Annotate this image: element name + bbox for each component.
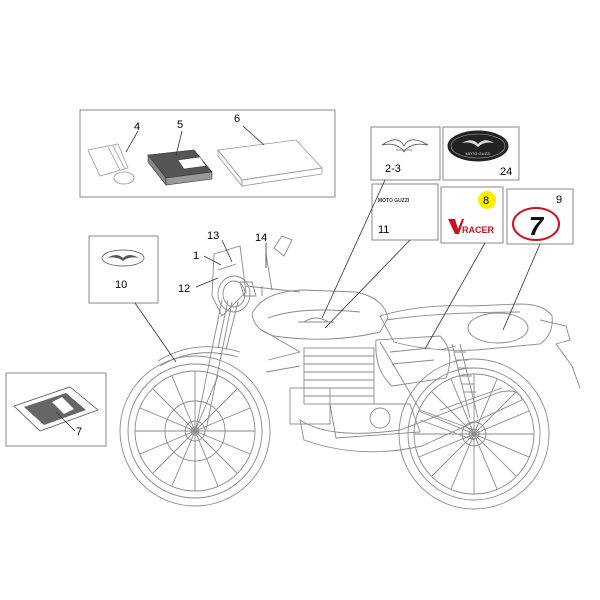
decal-2-3-frame <box>370 126 441 181</box>
front-wheel <box>119 355 271 507</box>
book-part <box>217 139 323 188</box>
highlight-dot <box>478 191 496 209</box>
leader-8 <box>424 242 486 350</box>
callout-12: 12 <box>178 283 190 295</box>
callout-9: 9 <box>556 194 562 206</box>
moto-guzzi-small-text: MOTO GUZZI <box>378 198 410 204</box>
callout-13: 13 <box>207 230 219 242</box>
leader-10 <box>134 302 177 363</box>
decal-11-box: MOTO GUZZI 11 <box>371 183 439 241</box>
callout-14: 14 <box>255 232 267 244</box>
callout-4: 4 <box>134 121 140 133</box>
leader-9 <box>502 243 541 331</box>
race-number-oval <box>512 207 560 241</box>
leader-11 <box>324 239 411 329</box>
front-fork <box>157 299 241 431</box>
decal-11-frame <box>371 183 439 241</box>
decal-10-box: 10 <box>88 235 159 304</box>
accessory-box-frame <box>79 109 336 198</box>
motorcycle-drawing <box>119 235 581 510</box>
callout-7: 7 <box>76 426 82 438</box>
accessory-box: 4 5 6 <box>79 109 336 198</box>
leader-lines <box>134 179 541 363</box>
eagle-emblem-icon <box>381 139 429 153</box>
decal-8-box: 8 RACER <box>440 186 504 244</box>
callout-6: 6 <box>234 113 240 125</box>
decal-10-frame <box>88 235 159 304</box>
side-panel <box>375 335 451 387</box>
headlight-fairing <box>211 245 251 317</box>
leader-12 <box>195 277 219 288</box>
exhaust <box>299 387 523 453</box>
frame <box>261 329 457 411</box>
racer-v-mark <box>448 219 464 234</box>
callout-8: 8 <box>483 195 489 207</box>
pouch-part <box>87 143 135 185</box>
fuel-tank <box>251 289 389 340</box>
callout-10: 10 <box>115 279 127 291</box>
leader-1 <box>203 255 222 266</box>
callout-5: 5 <box>177 119 183 131</box>
callout-1: 1 <box>193 250 199 262</box>
race-number-text: 7 <box>529 211 545 241</box>
callout-11: 11 <box>378 224 389 236</box>
callout-2-3: 2-3 <box>385 163 401 175</box>
rear-wheel <box>398 358 550 510</box>
oval-badge-text: MOTO GUZZI <box>465 151 490 156</box>
callout-24: 24 <box>500 166 512 178</box>
engine <box>265 347 421 439</box>
decal-2-3-box: 2-3 <box>370 126 441 181</box>
decal-7-box: 7 <box>5 372 107 447</box>
seat-tail <box>379 303 581 389</box>
leader-2-3 <box>321 179 386 319</box>
decal-9-box: 9 7 <box>506 188 574 245</box>
rear-suspension <box>419 343 479 441</box>
decal-24-box: MOTO GUZZI 24 <box>442 126 520 181</box>
booklet-part <box>147 149 213 186</box>
leader-13 <box>221 239 233 263</box>
racer-text: RACER <box>462 225 495 235</box>
